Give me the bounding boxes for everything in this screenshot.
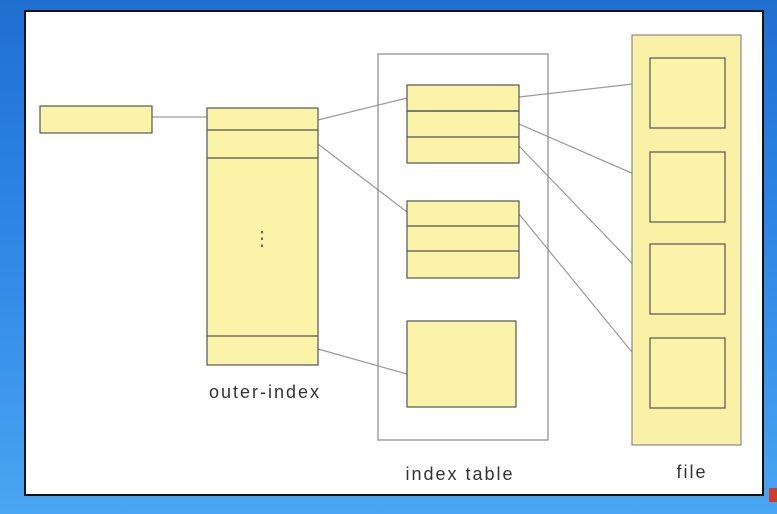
index-block-1 — [406, 84, 520, 164]
connector-table1-row1-to-file1 — [518, 81, 651, 98]
file-label: file — [676, 462, 707, 482]
connector-table2-row1-to-file4 — [518, 213, 651, 375]
index-block-2 — [406, 200, 520, 279]
connector-outer-last-to-table3 — [317, 348, 408, 375]
index-table-container — [377, 53, 549, 441]
connector-table1-row3-to-file3 — [518, 145, 651, 283]
outer-index-body — [206, 107, 319, 366]
pointer-block — [39, 105, 153, 134]
index-block-1-body — [406, 84, 520, 164]
index-table-label: index table — [405, 464, 514, 484]
index-block-2-body — [406, 200, 520, 279]
file-block-2 — [649, 151, 726, 223]
index-block-3 — [406, 320, 517, 408]
connector-table1-row2-to-file2 — [518, 123, 651, 182]
file-block-3 — [649, 243, 726, 315]
connector-lines — [152, 81, 651, 375]
corner-mark — [769, 488, 777, 502]
connector-outer-row2-to-table2 — [317, 143, 408, 213]
outer-index-block: ⋮ — [206, 107, 319, 366]
file-block-1 — [649, 57, 726, 129]
connector-outer-row1-to-table1 — [317, 97, 408, 121]
outer-index-ellipsis: ⋮ — [252, 228, 272, 250]
file-block-4 — [649, 337, 726, 409]
outer-index-label: outer-index — [209, 382, 321, 402]
